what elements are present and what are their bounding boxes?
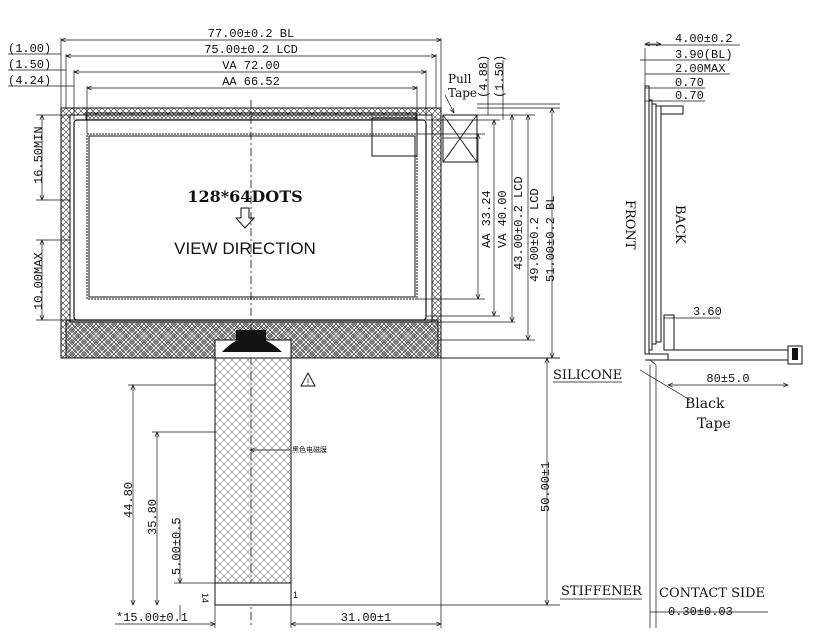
dim-150: (1.50)	[493, 55, 507, 98]
dim-contact-thickness: 0.30±0.03	[668, 605, 733, 619]
dim-side-4-00: 4.00±0.2	[675, 32, 733, 46]
dim-lcd-width: 75.00±0.2 LCD	[204, 43, 298, 57]
fpc-note-label: 黑色电磁膜	[292, 445, 327, 454]
dim-aa-width: AA 66.52	[222, 75, 280, 89]
dim-side-3-90: 3.90(BL)	[675, 48, 733, 62]
fpc-tail	[214, 357, 292, 606]
dim-16-50-min: 16.50MIN	[32, 126, 46, 184]
resolution-label: 128*64DOTS	[187, 187, 302, 206]
view-direction-label: VIEW DIRECTION	[174, 239, 316, 258]
dim-va-width: VA 72.00	[222, 59, 280, 73]
left-dimensions	[36, 115, 70, 320]
dim-bl-height: 51.00±0.2 BL	[544, 196, 558, 282]
dim-side-0-70-b: 0.70	[675, 89, 704, 103]
dim-offset-1: (1.00)	[8, 42, 51, 56]
pull-tape-label-1: Pull	[448, 72, 472, 86]
dim-aa-height: AA 33.24	[480, 190, 494, 248]
dim-side-2-00: 2.00MAX	[675, 62, 725, 76]
warning-triangle-icon	[300, 371, 316, 387]
silicone-label: SILICONE	[553, 368, 622, 383]
back-label: BACK	[672, 205, 687, 244]
viewing-area	[86, 133, 418, 300]
dim-fpc-5-00: 5.00±0.5	[170, 517, 184, 575]
dim-fpc-35-80: 35.80	[146, 499, 160, 535]
dim-10-00-max: 10.00MAX	[32, 252, 46, 310]
dim-bl-width: 77.00±0.2 BL	[208, 27, 294, 41]
fpc-dimensions	[115, 358, 560, 628]
dim-side-80: 80±5.0	[706, 372, 749, 386]
black-tape-label-2: Tape	[697, 416, 731, 432]
dim-offset-2: (1.50)	[8, 58, 51, 72]
side-view	[644, 48, 803, 628]
dim-fpc-offset: 31.00±1	[341, 611, 391, 625]
fpc-pin-14: 14	[200, 593, 210, 603]
front-label: FRONT	[622, 200, 637, 250]
fpc-connector	[214, 330, 292, 359]
dim-fpc-50-00: 50.00±1	[539, 462, 553, 512]
dim-fpc-width: *15.00±0.1	[116, 611, 188, 625]
dim-offset-3: (4.24)	[8, 74, 51, 88]
black-tape-label-1: Black	[685, 396, 725, 412]
stiffener-label: STIFFENER	[561, 584, 643, 599]
side-dimensions	[639, 44, 788, 613]
dim-lcd2-height: 49.00±0.2 LCD	[528, 188, 542, 282]
warning-mark: !	[307, 377, 310, 387]
dim-side-3-60: 3.60	[693, 305, 722, 319]
contact-side-label: CONTACT SIDE	[659, 586, 765, 601]
dim-va-height: VA 40.00	[496, 190, 510, 248]
pull-tape	[371, 94, 478, 163]
view-direction-arrow-icon	[234, 207, 256, 229]
dim-fpc-44-80: 44.80	[122, 482, 136, 518]
dim-lcd-height: 43.00±0.2 LCD	[512, 176, 526, 270]
dim-488: (4.88)	[477, 55, 491, 98]
top-dimensions	[8, 38, 441, 134]
pull-tape-label-2: Tape	[448, 86, 477, 100]
fpc-pin-1: 1	[293, 590, 298, 600]
dim-side-0-70-a: 0.70	[675, 76, 704, 90]
